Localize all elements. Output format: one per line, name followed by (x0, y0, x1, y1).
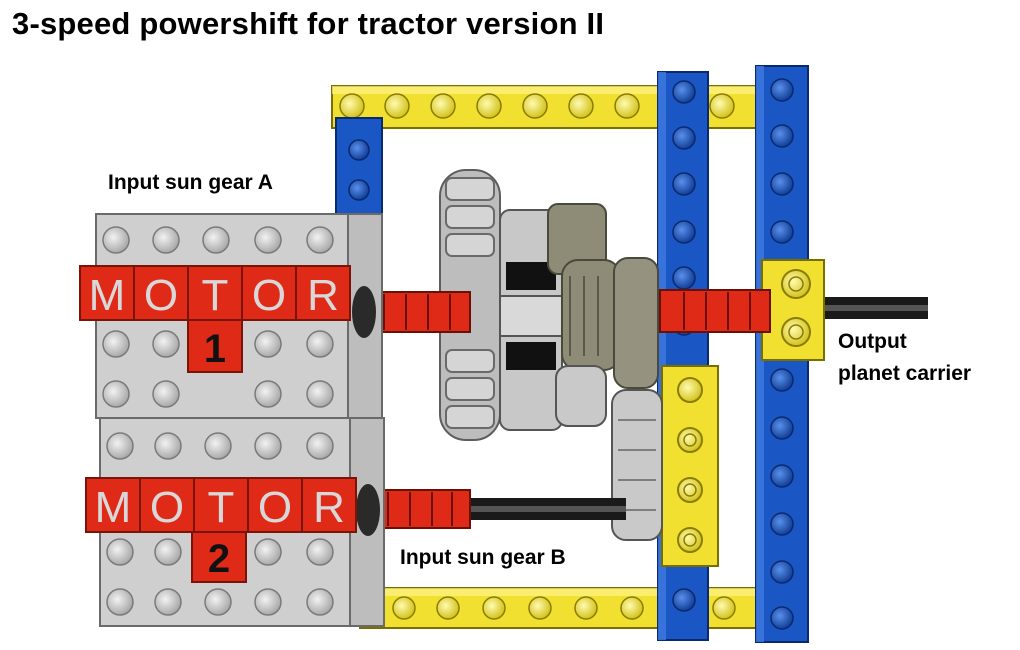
motor-1-letter-3: T (202, 271, 229, 320)
label-input-sun-gear-a: Input sun gear A (108, 171, 273, 194)
left-blue-beam (335, 117, 383, 229)
side-yellow-beam (661, 365, 719, 567)
motor-2-letter-3: T (208, 483, 235, 532)
motor-2-letter-5: R (313, 483, 345, 532)
output-yellow-block (761, 259, 825, 361)
motor-2-number: 2 (208, 537, 230, 581)
label-output-line-1: Output (838, 330, 907, 353)
input-axle-b (365, 489, 626, 529)
label-input-sun-gear-b: Input sun gear B (400, 546, 566, 569)
input-axle-a (359, 289, 771, 333)
motor-1-letter-1: M (89, 271, 126, 320)
motor-2: M O T O R 2 (85, 417, 385, 627)
motor-1: M O T O R 1 (79, 213, 383, 419)
motor-2-letter-2: O (150, 483, 184, 532)
motor-1-letter-5: R (307, 271, 339, 320)
motor-1-number: 1 (204, 327, 226, 371)
motor-1-letter-4: O (252, 271, 286, 320)
gear-assembly (439, 169, 663, 541)
motor-2-letter-4: O (258, 483, 292, 532)
label-output-line-2: planet carrier (838, 362, 972, 385)
diagram-title: 3-speed powershift for tractor version I… (12, 6, 605, 41)
motor-1-letter-2: O (144, 271, 178, 320)
output-axle (740, 297, 928, 319)
motor-2-letter-1: M (95, 483, 132, 532)
